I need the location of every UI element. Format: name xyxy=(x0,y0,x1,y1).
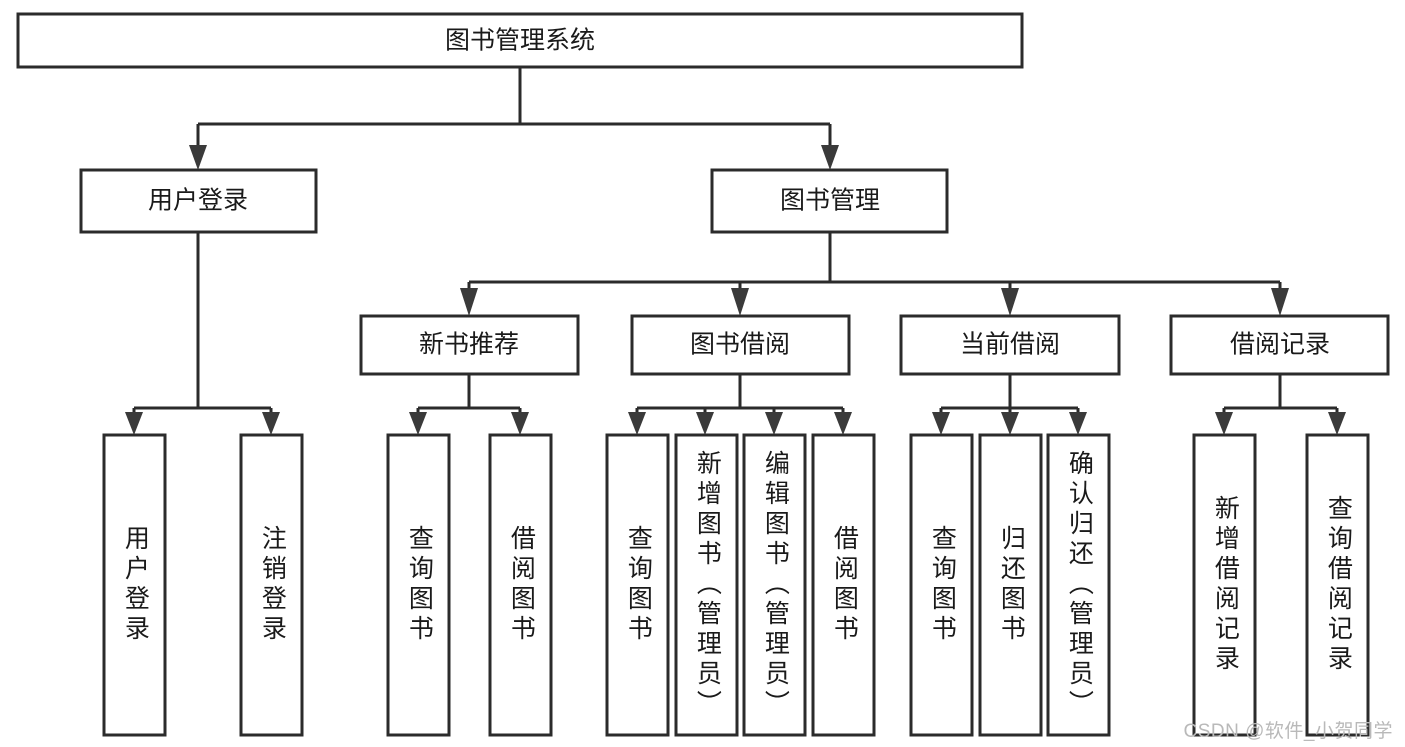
node-label-leaf-borrow-book: 借阅图书 xyxy=(830,525,859,645)
node-submodule-new-book-recommend[interactable]: 新书推荐 xyxy=(359,314,580,376)
node-label-current-borrow: 当前借阅 xyxy=(960,331,1060,359)
node-box-shape xyxy=(1192,433,1257,737)
node-leaf-borrow-book-new[interactable]: 借阅图书 xyxy=(488,433,553,737)
arrow-head-icon xyxy=(628,412,646,435)
node-label-leaf-add-book-admin: 新增图书（管理员） xyxy=(693,450,722,720)
node-label-book-management: 图书管理 xyxy=(780,187,880,215)
arrow-head-icon xyxy=(696,412,714,435)
arrow-head-icon xyxy=(409,412,427,435)
node-leaf-edit-book-admin[interactable]: 编辑图书（管理员） xyxy=(742,433,807,737)
arrow-head-icon xyxy=(460,288,478,316)
arrow-head-icon xyxy=(821,145,839,170)
node-box-shape xyxy=(978,433,1043,737)
node-leaf-query-borrow-record[interactable]: 查询借阅记录 xyxy=(1305,433,1370,737)
node-box-shape xyxy=(1046,433,1111,737)
node-leaf-return-book[interactable]: 归还图书 xyxy=(978,433,1043,737)
arrow-head-icon xyxy=(932,412,950,435)
node-submodule-borrow-record[interactable]: 借阅记录 xyxy=(1169,314,1390,376)
node-root-system[interactable]: 图书管理系统 xyxy=(16,12,1024,69)
node-box-shape xyxy=(605,433,670,737)
arrow-head-icon xyxy=(834,412,852,435)
node-box-shape xyxy=(102,433,167,737)
node-box-shape xyxy=(811,433,876,737)
node-box-shape xyxy=(79,168,318,234)
node-box-shape xyxy=(742,433,807,737)
arrow-head-icon xyxy=(1328,412,1346,435)
arrow-head-icon xyxy=(189,145,207,170)
node-label-leaf-query-book-new: 查询图书 xyxy=(405,525,434,645)
node-module-book-management[interactable]: 图书管理 xyxy=(710,168,949,234)
node-label-leaf-confirm-return-admin: 确认归还（管理员） xyxy=(1065,450,1094,720)
arrow-head-icon xyxy=(1001,288,1019,316)
node-leaf-add-borrow-record[interactable]: 新增借阅记录 xyxy=(1192,433,1257,737)
arrow-head-icon xyxy=(125,412,143,435)
node-label-leaf-query-book-borrow: 查询图书 xyxy=(624,525,653,645)
node-box-shape xyxy=(488,433,553,737)
arrow-head-icon xyxy=(731,288,749,316)
arrow-head-icon xyxy=(1215,412,1233,435)
node-label-borrow-record: 借阅记录 xyxy=(1230,331,1330,359)
arrow-head-icon xyxy=(511,412,529,435)
node-leaf-borrow-book[interactable]: 借阅图书 xyxy=(811,433,876,737)
node-box-shape xyxy=(630,314,851,376)
node-label-new-book-recommend: 新书推荐 xyxy=(419,331,519,359)
node-submodule-current-borrow[interactable]: 当前借阅 xyxy=(899,314,1121,376)
node-box-shape xyxy=(1305,433,1370,737)
node-leaf-add-book-admin[interactable]: 新增图书（管理员） xyxy=(674,433,739,737)
node-module-user-login[interactable]: 用户登录 xyxy=(79,168,318,234)
node-box-shape xyxy=(386,433,451,737)
node-label-leaf-user-login: 用户登录 xyxy=(121,525,150,645)
node-label-leaf-return-book: 归还图书 xyxy=(997,525,1026,645)
edge-layer xyxy=(125,67,1346,435)
arrow-head-icon xyxy=(1069,412,1087,435)
node-submodule-book-borrow[interactable]: 图书借阅 xyxy=(630,314,851,376)
node-label-leaf-query-borrow-record: 查询借阅记录 xyxy=(1324,495,1353,675)
node-label-leaf-edit-book-admin: 编辑图书（管理员） xyxy=(761,450,790,720)
node-leaf-logout[interactable]: 注销登录 xyxy=(239,433,304,737)
node-label-user-login: 用户登录 xyxy=(148,187,248,215)
node-leaf-user-login[interactable]: 用户登录 xyxy=(102,433,167,737)
node-label-leaf-logout: 注销登录 xyxy=(258,525,287,645)
node-leaf-query-book-new[interactable]: 查询图书 xyxy=(386,433,451,737)
node-label-root: 图书管理系统 xyxy=(445,27,595,55)
node-label-leaf-query-book-current: 查询图书 xyxy=(928,525,957,645)
node-leaf-query-book-current[interactable]: 查询图书 xyxy=(909,433,974,737)
node-label-leaf-borrow-book-new: 借阅图书 xyxy=(507,525,536,645)
node-box-shape xyxy=(16,12,1024,69)
node-box-shape xyxy=(674,433,739,737)
node-leaf-query-book-borrow[interactable]: 查询图书 xyxy=(605,433,670,737)
node-box-shape xyxy=(710,168,949,234)
node-box-shape xyxy=(359,314,580,376)
arrow-head-icon xyxy=(262,412,280,435)
arrow-head-icon xyxy=(765,412,783,435)
node-leaf-confirm-return-admin[interactable]: 确认归还（管理员） xyxy=(1046,433,1111,737)
node-label-leaf-add-borrow-record: 新增借阅记录 xyxy=(1211,495,1240,675)
node-box-shape xyxy=(909,433,974,737)
node-box-shape xyxy=(899,314,1121,376)
node-label-book-borrow: 图书借阅 xyxy=(690,331,790,359)
arrow-head-icon xyxy=(1001,412,1019,435)
node-box-shape xyxy=(1169,314,1390,376)
node-box-shape xyxy=(239,433,304,737)
arrow-head-icon xyxy=(1271,288,1289,316)
